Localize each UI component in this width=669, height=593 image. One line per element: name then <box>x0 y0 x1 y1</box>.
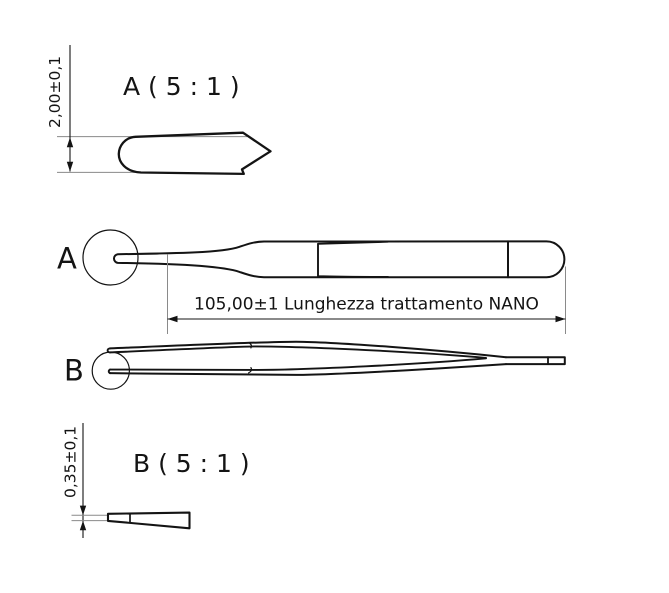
tweezers-side-outline <box>112 240 566 279</box>
top-view: B <box>64 340 566 390</box>
length-dimension: 105,00±1 Lunghezza trattamento NANO <box>167 254 566 334</box>
bend-tick-lower <box>248 367 253 374</box>
detail-callout-circle-b <box>91 351 131 390</box>
tip-top-profile <box>117 131 272 176</box>
top-view-label: B <box>64 354 84 388</box>
upper-arm-outer-edge <box>109 340 507 359</box>
dimension-arrow-down <box>66 161 74 172</box>
dimension-arrow-up <box>66 137 74 148</box>
side-view-label: A <box>57 242 77 276</box>
dimension-arrow-down <box>79 505 87 516</box>
dimension-arrow-right <box>555 315 566 323</box>
upper-arm-inner-edge <box>109 345 487 359</box>
detail-view-b: B ( 5 : 1 ) 0,35±0,1 <box>62 423 250 538</box>
detail-callout-circle-a <box>82 229 139 286</box>
lower-arm-tip-cap <box>107 368 111 375</box>
lower-arm-inner-edge <box>109 357 487 371</box>
arm-joint-lines <box>317 240 389 278</box>
detail-view-a: A ( 5 : 1 ) 2,00±0,1 <box>46 45 272 176</box>
detail-a-title: A ( 5 : 1 ) <box>123 72 240 101</box>
dimension-arrow-up <box>79 520 87 531</box>
upper-arm-tip-cap <box>106 347 111 354</box>
side-view: A <box>57 229 566 286</box>
detail-b-dimension-text: 0,35±0,1 <box>62 426 80 498</box>
dimension-035mm: 0,35±0,1 <box>62 423 108 538</box>
detail-b-title: B ( 5 : 1 ) <box>133 449 250 478</box>
handle-end-bar <box>505 356 566 366</box>
dimension-arrow-left <box>167 315 178 323</box>
length-dimension-text: 105,00±1 Lunghezza trattamento NANO <box>194 295 539 315</box>
bend-tick-upper <box>248 342 253 349</box>
tip-side-profile <box>106 511 191 530</box>
detail-a-dimension-text: 2,00±0,1 <box>46 56 64 128</box>
dimension-2mm: 2,00±0,1 <box>46 45 247 173</box>
lower-arm-outer-edge <box>109 363 507 376</box>
